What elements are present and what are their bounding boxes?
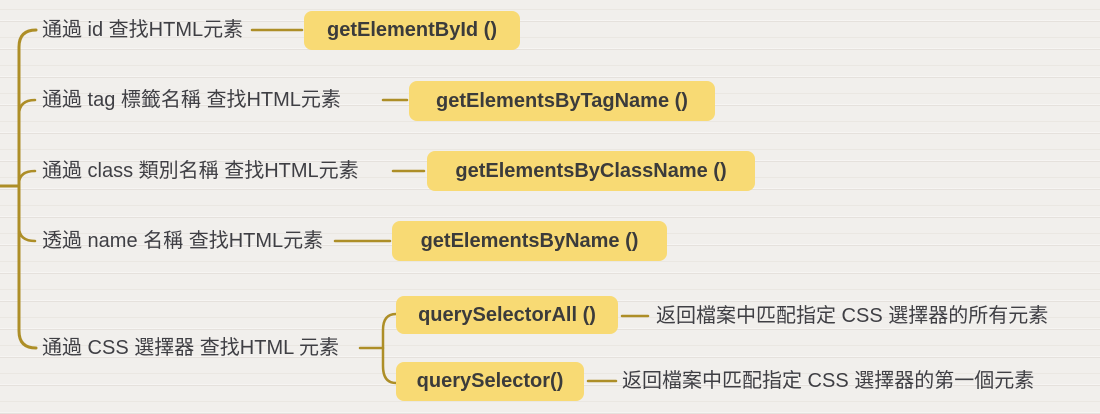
method-node-queryselectorall[interactable]: querySelectorAll () — [396, 296, 618, 334]
branch-label-class[interactable]: 通過 class 類別名稱 查找HTML元素 — [42, 160, 359, 182]
method-node-queryselector[interactable]: querySelector() — [396, 362, 584, 401]
branch-label-id[interactable]: 通過 id 查找HTML元素 — [42, 19, 244, 41]
branch-label-tag[interactable]: 通過 tag 標籤名稱 查找HTML元素 — [42, 89, 341, 111]
branch-label-css-selector[interactable]: 通過 CSS 選擇器 查找HTML 元素 — [42, 337, 340, 359]
branch-label-name[interactable]: 透過 name 名稱 查找HTML元素 — [42, 230, 324, 252]
method-node-getelementsbytagname[interactable]: getElementsByTagName () — [409, 81, 715, 121]
method-node-getelementbyid[interactable]: getElementById () — [304, 11, 520, 50]
description-queryselector[interactable]: 返回檔案中匹配指定 CSS 選擇器的第一個元素 — [622, 370, 1035, 392]
method-node-getelementsbyclassname[interactable]: getElementsByClassName () — [427, 151, 755, 191]
method-node-getelementsbyname[interactable]: getElementsByName () — [392, 221, 667, 261]
description-queryselectorall[interactable]: 返回檔案中匹配指定 CSS 選擇器的所有元素 — [656, 305, 1049, 327]
